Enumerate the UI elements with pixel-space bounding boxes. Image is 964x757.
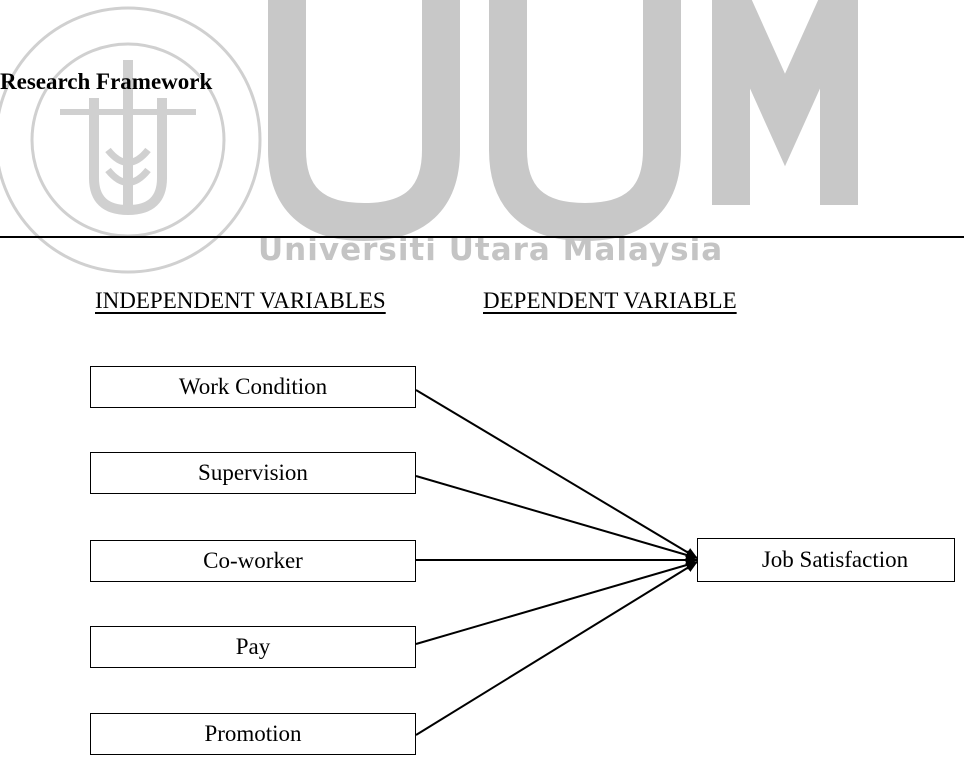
section-title: Research Framework	[0, 69, 213, 94]
node-pay: Pay	[90, 626, 416, 668]
uum-letters-logo	[268, 0, 858, 242]
university-seal-icon	[0, 6, 262, 274]
arrow-supervision	[415, 475, 698, 560]
arrow-promotion	[415, 561, 698, 736]
node-co-worker: Co-worker	[90, 540, 416, 582]
watermark-caption: Universiti Utara Malaysia	[258, 232, 724, 268]
horizontal-divider	[0, 236, 964, 238]
arrow-pay	[415, 560, 698, 645]
arrow-work-condition	[415, 389, 698, 559]
node-label: Work Condition	[178, 374, 328, 399]
node-supervision: Supervision	[90, 452, 416, 494]
independent-variables-heading: INDEPENDENT VARIABLES	[95, 288, 386, 313]
node-label: Co-worker	[203, 548, 303, 573]
node-label: Pay	[235, 634, 271, 659]
node-promotion: Promotion	[90, 713, 416, 755]
node-label: Supervision	[198, 460, 308, 485]
node-label: Job Satisfaction	[761, 547, 909, 572]
node-label: Promotion	[204, 721, 302, 746]
dependent-variable-heading: DEPENDENT VARIABLE	[483, 288, 737, 313]
node-job-satisfaction: Job Satisfaction	[697, 538, 955, 582]
node-work-condition: Work Condition	[90, 366, 416, 408]
